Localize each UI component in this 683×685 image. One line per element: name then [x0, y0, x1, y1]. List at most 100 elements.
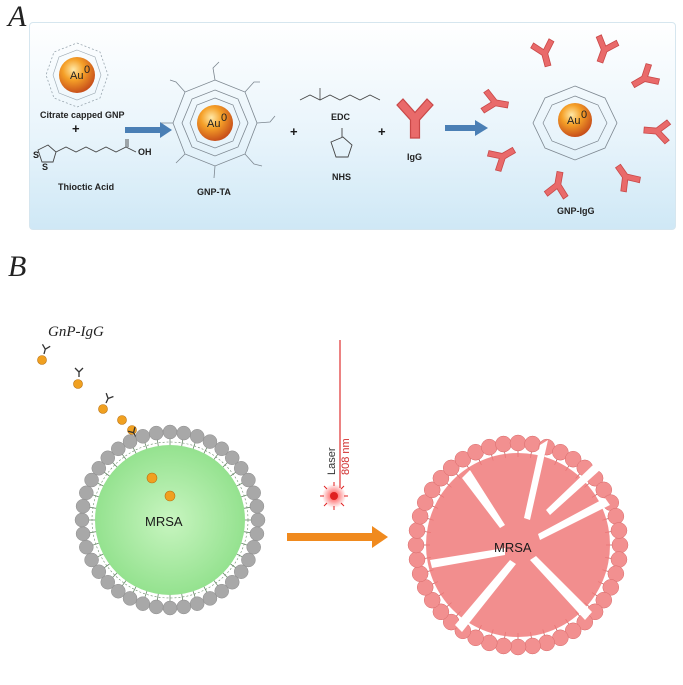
bacterial-cytoplasm — [95, 445, 245, 595]
lipid-head — [189, 429, 205, 444]
lipid-head — [224, 450, 240, 466]
lipid-head — [202, 591, 218, 606]
approaching-nanoparticles — [37, 343, 141, 440]
lipid-head — [610, 522, 628, 539]
reaction-arrow-1 — [125, 122, 172, 138]
citrate-gnp: Au 0 — [45, 42, 109, 108]
lipid-head — [100, 450, 116, 466]
lipid-head — [122, 591, 138, 606]
gnp-ta-core-superscript: 0 — [221, 112, 227, 124]
lipid-head — [84, 552, 99, 568]
lipid-head — [214, 441, 229, 457]
gnp-igg-core-superscript: 0 — [581, 109, 587, 121]
gnp-igg-label-b: GnP-IgG — [48, 324, 104, 340]
lipid-head — [79, 539, 94, 555]
wavelength-label: 808 nm — [340, 438, 352, 475]
gnp-ta-core-label: Au — [207, 118, 220, 130]
lipid-head — [214, 583, 229, 599]
lipid-head — [564, 450, 582, 468]
lipid-head — [233, 564, 249, 579]
lipid-head — [250, 512, 266, 528]
lipid-head — [91, 564, 107, 579]
lipid-head — [162, 424, 178, 440]
lipid-head — [610, 551, 628, 568]
gold-nanoparticle-core — [197, 105, 233, 141]
lipid-head — [241, 552, 256, 568]
nhs-structure — [330, 128, 353, 158]
gnp-core-superscript: 0 — [84, 64, 90, 76]
plus-sign-3: + — [378, 124, 386, 139]
gnp-core-label: Au — [70, 70, 83, 82]
lipid-head — [246, 485, 261, 501]
hydroxyl-group: OH — [138, 147, 152, 157]
lipid-head — [416, 494, 434, 511]
lipid-head — [495, 637, 512, 655]
lipid-head — [595, 481, 613, 499]
reaction-arrow-2 — [445, 120, 488, 136]
lipid-head — [241, 472, 256, 488]
panel-label-b: B — [8, 250, 27, 283]
membrane-cracks — [430, 440, 610, 632]
process-arrow — [287, 526, 388, 548]
lipid-head — [509, 638, 527, 656]
laser-source — [320, 340, 348, 510]
lipid-head — [407, 536, 425, 554]
lipid-head — [524, 435, 541, 453]
lipid-head — [408, 522, 426, 539]
lipid-head — [509, 434, 527, 452]
lipid-head — [233, 461, 249, 476]
lipid-head — [75, 526, 91, 542]
gnp-igg-label: GNP-IgG — [557, 206, 595, 216]
lipid-head — [454, 450, 472, 468]
lipid-head — [162, 600, 178, 616]
lipid-head — [408, 551, 426, 568]
igg-label: IgG — [407, 152, 422, 162]
lipid-head — [467, 629, 484, 647]
lipid-head — [202, 434, 218, 449]
edc-structure — [299, 88, 381, 101]
edc-label: EDC — [331, 112, 351, 122]
laser-spot — [330, 492, 338, 500]
lipid-head — [246, 539, 261, 555]
lipid-head — [135, 429, 151, 444]
lipid-head — [481, 438, 498, 456]
lipid-head — [432, 603, 450, 621]
gnp-igg-core-label: Au — [567, 115, 580, 127]
sulfur-atom-2: S — [42, 162, 48, 172]
lipid-head — [148, 599, 164, 615]
mrsa-label: MRSA — [145, 514, 183, 529]
lipid-head — [111, 583, 126, 599]
lipid-head — [249, 526, 265, 542]
lipid-head — [495, 435, 512, 453]
lipid-head — [176, 425, 192, 441]
lipid-head — [84, 472, 99, 488]
lipid-head — [442, 459, 460, 477]
gnp-ta-label: GNP-TA — [197, 187, 231, 197]
lipid-head — [411, 565, 429, 582]
plus-sign-2: + — [290, 124, 298, 139]
lipid-head — [564, 622, 582, 640]
lipid-head — [111, 441, 126, 457]
lipid-head — [189, 596, 205, 611]
lipid-head — [538, 634, 555, 652]
thioctic-acid-structure — [37, 139, 137, 163]
gold-nanoparticle-core — [558, 103, 592, 137]
mrsa-intact: MRSA — [74, 424, 266, 616]
internalized-gnp — [146, 472, 158, 484]
mrsa-lysed-label: MRSA — [494, 540, 532, 555]
lipid-head — [611, 536, 629, 554]
lipid-head — [607, 508, 625, 525]
thioctic-label: Thioctic Acid — [58, 182, 114, 192]
lipid-head — [249, 498, 265, 514]
lipid-head — [176, 599, 192, 615]
lipid-head — [595, 591, 613, 609]
internalized-gnp — [164, 490, 176, 502]
lipid-head — [74, 512, 90, 528]
gnp-igg-particle: Au 0 — [479, 33, 672, 201]
lipid-head — [100, 574, 116, 590]
lipid-head — [552, 443, 569, 461]
lipid-head — [423, 591, 441, 609]
igg-antibody — [396, 98, 434, 139]
panel-label-a: A — [8, 0, 27, 33]
